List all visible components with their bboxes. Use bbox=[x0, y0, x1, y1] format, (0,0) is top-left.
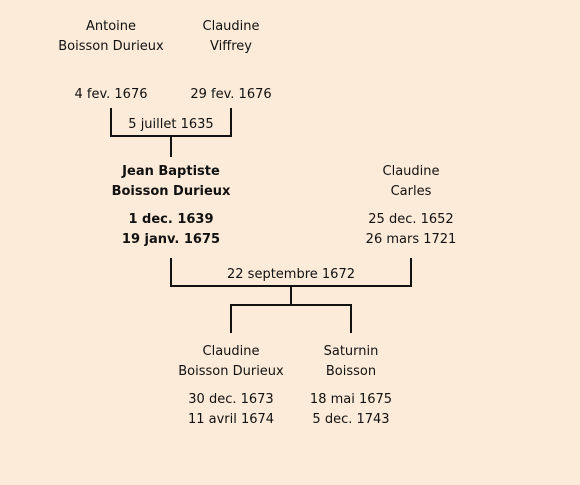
person-father[interactable]: Antoine Boisson Durieux 4 fev. 1676 bbox=[41, 17, 181, 105]
person-child-1[interactable]: Claudine Boisson Durieux 30 dec. 1673 11… bbox=[161, 342, 301, 430]
child1-last-name: Boisson Durieux bbox=[178, 364, 284, 379]
person-wife[interactable]: Claudine Carles 25 dec. 1652 26 mars 172… bbox=[341, 162, 481, 250]
wife-last-name: Carles bbox=[390, 184, 432, 199]
child1-death-date: 11 avril 1674 bbox=[187, 412, 275, 427]
wife-first-name: Claudine bbox=[382, 164, 440, 179]
mother-date: 29 fev. 1676 bbox=[190, 87, 272, 102]
child1-first-name: Claudine bbox=[202, 344, 260, 359]
wife-birth-date: 25 dec. 1652 bbox=[368, 212, 454, 227]
husband-last-name: Boisson Durieux bbox=[111, 184, 231, 199]
couple-marriage-date: 22 septembre 1672 bbox=[227, 267, 355, 282]
person-child-2[interactable]: Saturnin Boisson 18 mai 1675 5 dec. 1743 bbox=[281, 342, 421, 430]
person-mother[interactable]: Claudine Viffrey 29 fev. 1676 bbox=[161, 17, 301, 105]
child2-last-name: Boisson bbox=[325, 364, 377, 379]
father-last-name: Boisson Durieux bbox=[58, 39, 164, 54]
parents-marriage-date: 5 juillet 1635 bbox=[128, 117, 214, 132]
child2-death-date: 5 dec. 1743 bbox=[312, 412, 390, 427]
child2-birth-date: 18 mai 1675 bbox=[309, 392, 393, 407]
husband-first-name: Jean Baptiste bbox=[122, 164, 220, 179]
child1-birth-date: 30 dec. 1673 bbox=[188, 392, 274, 407]
mother-first-name: Claudine bbox=[202, 19, 260, 34]
mother-last-name: Viffrey bbox=[210, 39, 252, 54]
husband-death-date: 19 janv. 1675 bbox=[121, 232, 221, 247]
wife-death-date: 26 mars 1721 bbox=[365, 232, 457, 247]
person-husband[interactable]: Jean Baptiste Boisson Durieux 1 dec. 163… bbox=[101, 162, 241, 250]
father-first-name: Antoine bbox=[85, 19, 137, 34]
husband-birth-date: 1 dec. 1639 bbox=[128, 212, 214, 227]
father-date: 4 fev. 1676 bbox=[74, 87, 148, 102]
child2-first-name: Saturnin bbox=[323, 344, 379, 359]
